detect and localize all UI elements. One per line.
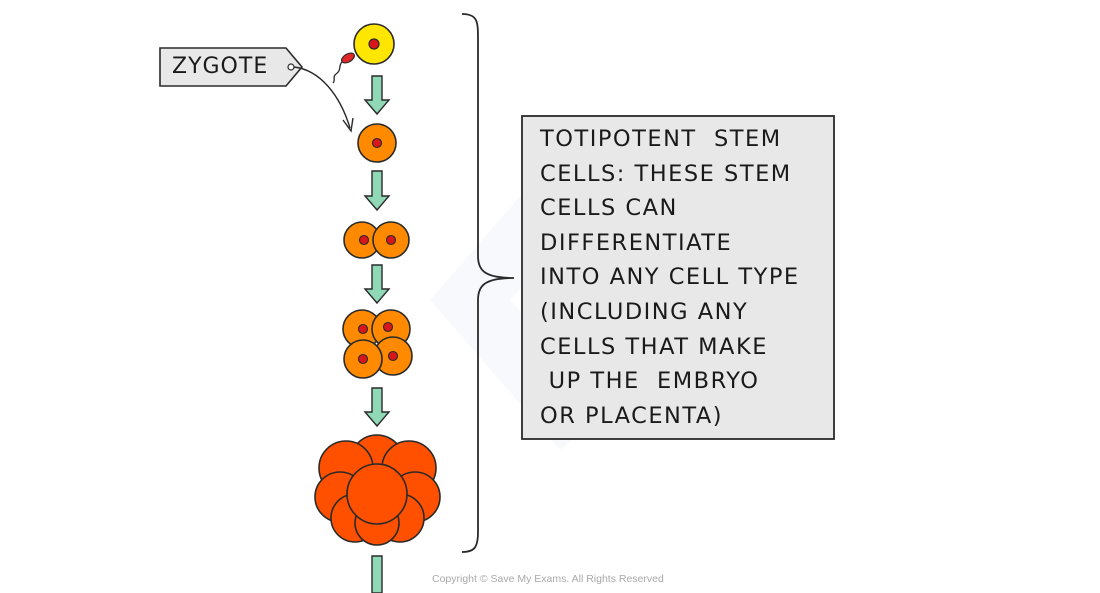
- zygote-label: ZYGOTE: [172, 54, 269, 79]
- description-line: INTO ANY CELL TYPE: [540, 264, 800, 291]
- arrow-2: [363, 170, 391, 212]
- sperm-tail: [332, 61, 343, 84]
- one-cell-stage: [357, 123, 397, 163]
- arrow-5-partial: [371, 555, 383, 593]
- description-line: CELLS CAN: [540, 195, 678, 222]
- nucleus: [382, 321, 394, 333]
- nucleus: [357, 323, 369, 335]
- egg-nucleus: [368, 38, 380, 50]
- zygote-tag: [159, 47, 354, 133]
- morula-stage: [314, 434, 441, 546]
- zygote-tag-shape: [159, 47, 304, 87]
- arrow-3: [363, 264, 391, 305]
- nucleus: [357, 353, 369, 365]
- totipotent-description: TOTIPOTENT STEM CELLS: THESE STEM CELLS …: [540, 122, 830, 433]
- two-cell-stage: [343, 221, 410, 259]
- zygote-pointer-arrowhead: [342, 117, 354, 133]
- description-line: DIFFERENTIATE: [540, 229, 733, 256]
- description-line: CELLS THAT MAKE: [540, 333, 768, 360]
- curly-bracket: [461, 13, 515, 553]
- arrow-1: [363, 75, 391, 116]
- description-line: CELLS: THESE STEM: [540, 160, 792, 187]
- nucleus: [358, 234, 370, 246]
- nucleus: [387, 350, 399, 362]
- nucleus: [385, 234, 397, 246]
- sperm-head: [341, 52, 355, 64]
- copyright-notice: Copyright © Save My Exams. All Rights Re…: [432, 573, 664, 585]
- info-box-shape: [521, 115, 835, 440]
- egg-cell-with-sperm: [332, 23, 395, 84]
- description-line: TOTIPOTENT STEM: [540, 126, 782, 152]
- zygote-pointer-arrow: [293, 66, 351, 129]
- nucleus: [371, 137, 383, 149]
- description-line: OR PLACENTA): [540, 402, 724, 429]
- arrow-4: [363, 387, 391, 428]
- description-line: UP THE EMBRYO: [540, 368, 760, 395]
- description-line: (INCLUDING ANY: [540, 298, 749, 325]
- four-cell-stage: [342, 309, 413, 379]
- zygote-tag-hole: [287, 63, 295, 71]
